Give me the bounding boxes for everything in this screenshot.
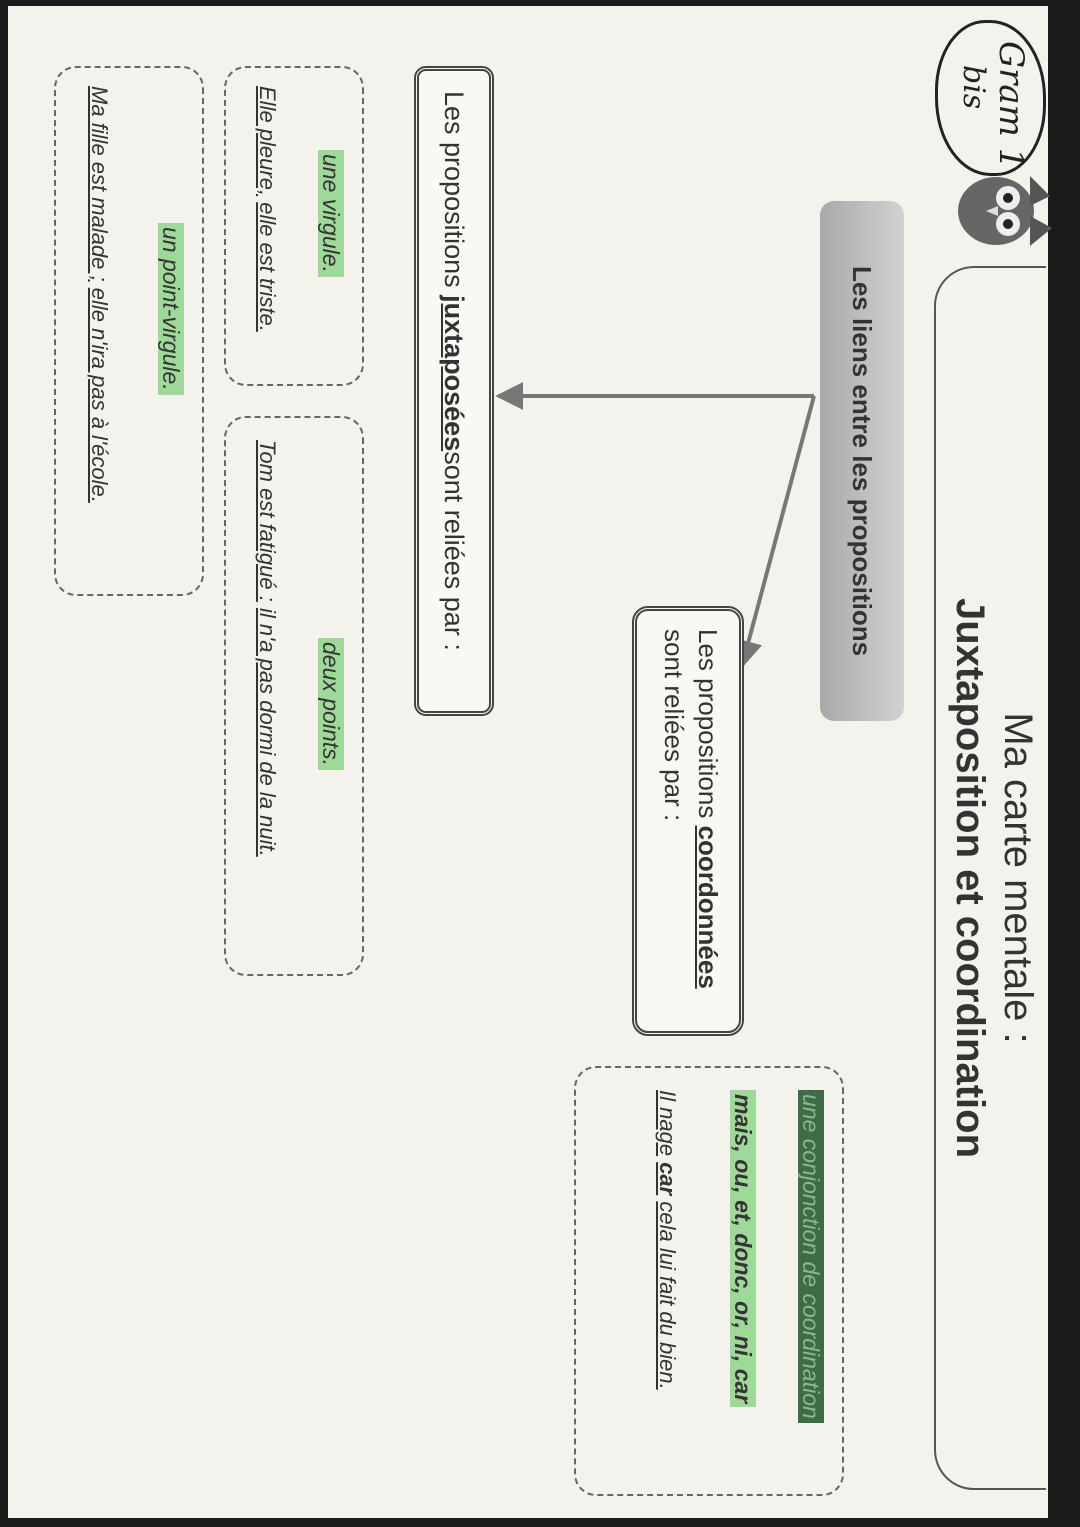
coordination-keyword: coordonnées — [693, 825, 723, 989]
coordination-example: Il nage car cela lui fait du bien. — [655, 1090, 680, 1390]
conjunction-list: mais, ou, et, donc, or, ni, car — [729, 1090, 756, 1408]
juxtaposition-prefix: Les propositions — [439, 91, 470, 288]
colon-label: deux points. — [317, 638, 344, 771]
conjunction-label: une conjonction de coordination — [797, 1090, 824, 1423]
colon-group: deux points. Tom est fatigué : il n'a pa… — [224, 416, 364, 976]
semicolon-label: un point-virgule. — [157, 223, 184, 395]
mind-map: Gram 1 bis Ma carte mentale : Juxtaposit… — [14, 6, 1054, 1516]
comma-example: Elle pleure, elle est triste. — [255, 86, 280, 332]
connector-arrows — [495, 382, 816, 669]
colon-example: Tom est fatigué : il n'a pas dormi de la… — [255, 440, 280, 857]
coordination-suffix: sont reliées par : — [659, 629, 689, 822]
juxtaposition-keyword: juxtaposées — [439, 295, 470, 452]
root-node-label: Les liens entre les propositions — [847, 265, 878, 657]
worksheet-paper: Gram 1 bis Ma carte mentale : Juxtaposit… — [8, 6, 1052, 1518]
root-node: Les liens entre les propositions — [820, 201, 904, 721]
coordination-group: une conjonction de coordination mais, ou… — [574, 1066, 844, 1496]
juxtaposition-node: Les propositions juxtaposées sont reliée… — [414, 66, 494, 716]
comma-label: une virgule. — [317, 150, 344, 277]
semicolon-example: Ma fille est malade ; elle n'ira pas à l… — [87, 86, 112, 503]
juxtaposition-suffix: sont reliées par : — [439, 451, 470, 651]
owl-mascot-icon — [958, 176, 1052, 246]
coordination-node: Les propositions coordonnées sont reliée… — [632, 606, 744, 1036]
arrow-to-coordination — [734, 395, 816, 669]
semicolon-group: un point-virgule. Ma fille est malade ; … — [54, 66, 204, 596]
coordination-prefix: Les propositions — [693, 629, 723, 826]
comma-group: une virgule. Elle pleure, elle est trist… — [224, 66, 364, 386]
